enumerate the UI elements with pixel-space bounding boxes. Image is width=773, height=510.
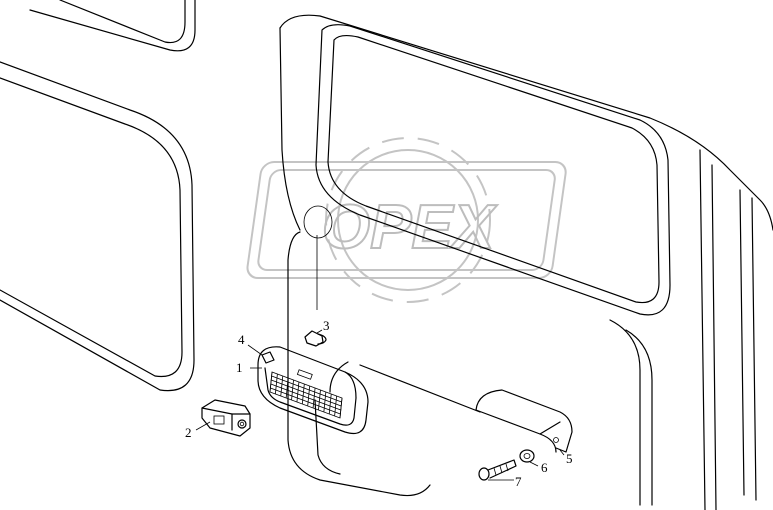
lens-grid-line [270, 383, 341, 411]
lens-grid-line [328, 393, 332, 415]
callout-leaders [195, 329, 565, 481]
lens-grid-line [318, 389, 321, 411]
callout-2: 2 [185, 425, 192, 440]
callout-4: 4 [238, 332, 245, 347]
part-6-washer [519, 449, 535, 463]
lamp-lens-grid [269, 371, 343, 419]
part-1-lamp [257, 346, 369, 435]
watermark-frame [246, 161, 567, 279]
lens-grid-line [291, 379, 294, 401]
part-5-bracket [475, 389, 573, 453]
part-4-switch-tab [261, 351, 275, 364]
watermark-text: OPEX [322, 193, 498, 262]
lens-grid-line [301, 383, 305, 405]
part-3-bulb [303, 205, 333, 347]
callout-1: 1 [236, 360, 243, 375]
lens-grid-line [339, 397, 343, 419]
lens-grid-line [334, 395, 338, 417]
lens-grid-line [307, 385, 311, 407]
watermark-frame-inner [257, 169, 556, 271]
watermark-logo: OPEX [246, 137, 567, 303]
part-7-screw [478, 459, 517, 481]
lens-grid-line [323, 391, 327, 413]
callout-5: 5 [566, 451, 573, 466]
lens-grid-line [274, 373, 278, 395]
watermark-gear [325, 137, 491, 303]
part-2-switch [201, 399, 251, 437]
callout-3: 3 [323, 318, 330, 333]
lens-grid-line [280, 375, 284, 397]
lens-grid-line [270, 387, 341, 415]
lens-grid-line [269, 371, 273, 393]
lens-grid-line [271, 375, 342, 403]
lens-grid-line [271, 379, 342, 407]
lens-grid-line [296, 381, 300, 403]
lens-grid-line [312, 387, 316, 409]
callout-7: 7 [515, 474, 522, 489]
callout-6: 6 [541, 460, 548, 475]
lens-grid-line [285, 377, 289, 399]
